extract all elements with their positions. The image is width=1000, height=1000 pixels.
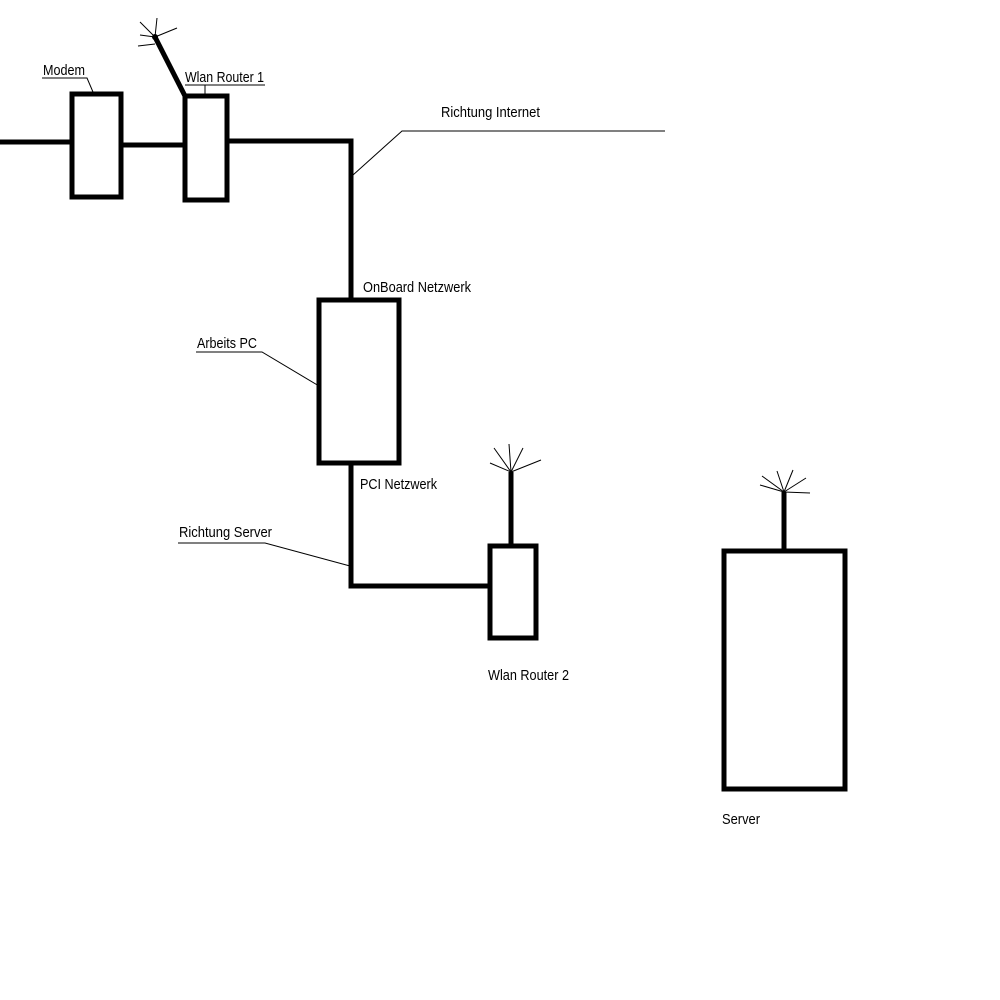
server-direction-leader — [178, 542, 351, 567]
onboard-netzwerk-label: OnBoard Netzwerk — [363, 279, 471, 296]
server-antenna-icon — [759, 469, 811, 551]
wire-router1-pc — [227, 138, 354, 298]
wire-pc-router2 — [348, 463, 490, 589]
richtung-internet-label: Richtung Internet — [441, 104, 541, 121]
router-1-antenna-icon — [137, 17, 188, 98]
modem-box — [69, 91, 124, 200]
wlan-router-2-box — [487, 543, 539, 641]
server-label: Server — [722, 811, 760, 828]
pci-netzwerk-label: PCI Netzwerk — [360, 476, 437, 493]
modem-label: Modem — [43, 62, 85, 79]
richtung-server-label: Richtung Server — [179, 524, 272, 541]
arbeits-pc-label: Arbeits PC — [197, 335, 257, 352]
router-2-antenna-icon — [489, 443, 542, 546]
modem-leader — [42, 77, 94, 93]
wlan-router-1-box — [182, 93, 230, 203]
arbeits-pc-leader — [196, 351, 320, 387]
wlan-router-2-label: Wlan Router 2 — [488, 667, 569, 684]
server-box — [721, 548, 848, 792]
arbeits-pc-box — [316, 297, 402, 466]
wlan-router-1-label: Wlan Router 1 — [185, 69, 264, 86]
internet-leader — [352, 130, 665, 176]
